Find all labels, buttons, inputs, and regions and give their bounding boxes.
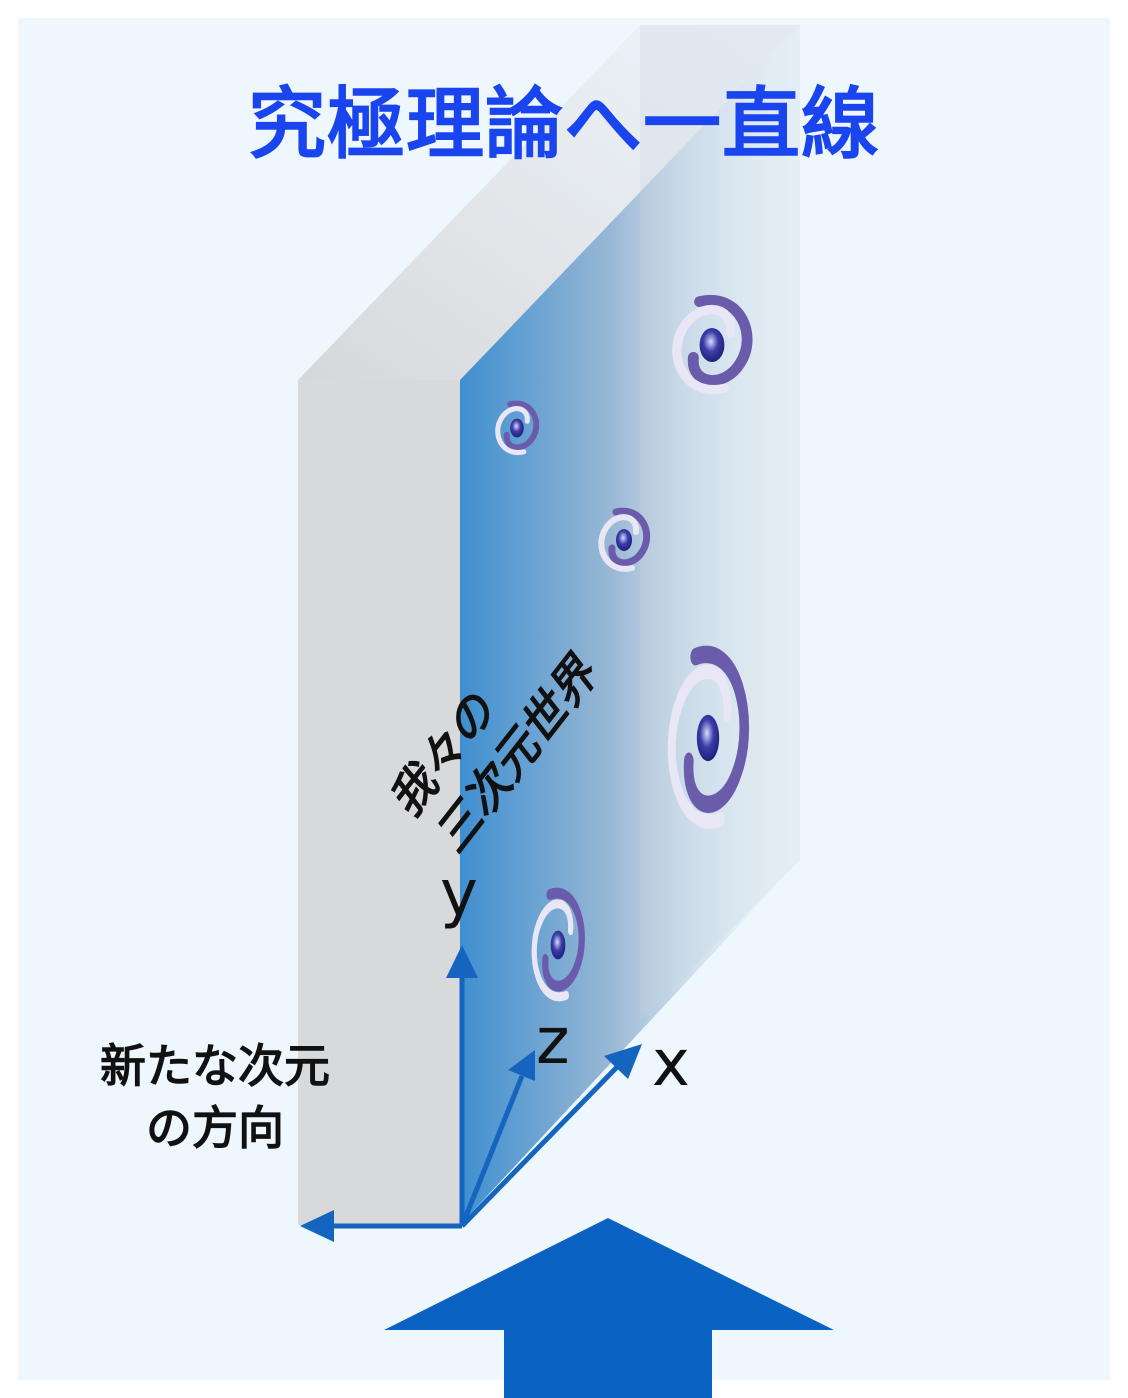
- new-dimension-line-1: 新たな次元: [100, 1039, 330, 1093]
- x-axis-label: x: [652, 1027, 690, 1101]
- slab-back-plane: [640, 25, 800, 1020]
- axis-arrows: [300, 945, 642, 1242]
- x-axis-arrow: [460, 1062, 622, 1228]
- new-dimension-label: 新たな次元 の方向: [40, 1035, 390, 1159]
- slab-front-face: [460, 25, 800, 1225]
- galaxy-1: [672, 294, 753, 395]
- galaxy-2: [495, 400, 540, 456]
- y-axis-arrowhead: [446, 945, 478, 978]
- page-title: 究極理論へ一直線: [247, 80, 880, 170]
- galaxy-3: [598, 507, 651, 572]
- x-axis-arrowhead: [604, 1044, 642, 1079]
- z-axis-label: z: [536, 1005, 570, 1079]
- slab-top-face: [298, 25, 800, 380]
- galaxy-5: [531, 887, 585, 1002]
- new-dimension-line-2: の方向: [146, 1101, 284, 1155]
- galaxy-4: [667, 645, 750, 829]
- z-axis-arrowhead: [508, 1050, 535, 1081]
- y-axis-label: y: [440, 857, 478, 931]
- big-up-arrow: [384, 1218, 834, 1398]
- z-axis-arrow: [459, 1075, 525, 1227]
- new-dimension-arrowhead: [300, 1210, 334, 1242]
- slab-side-face: [298, 380, 460, 1225]
